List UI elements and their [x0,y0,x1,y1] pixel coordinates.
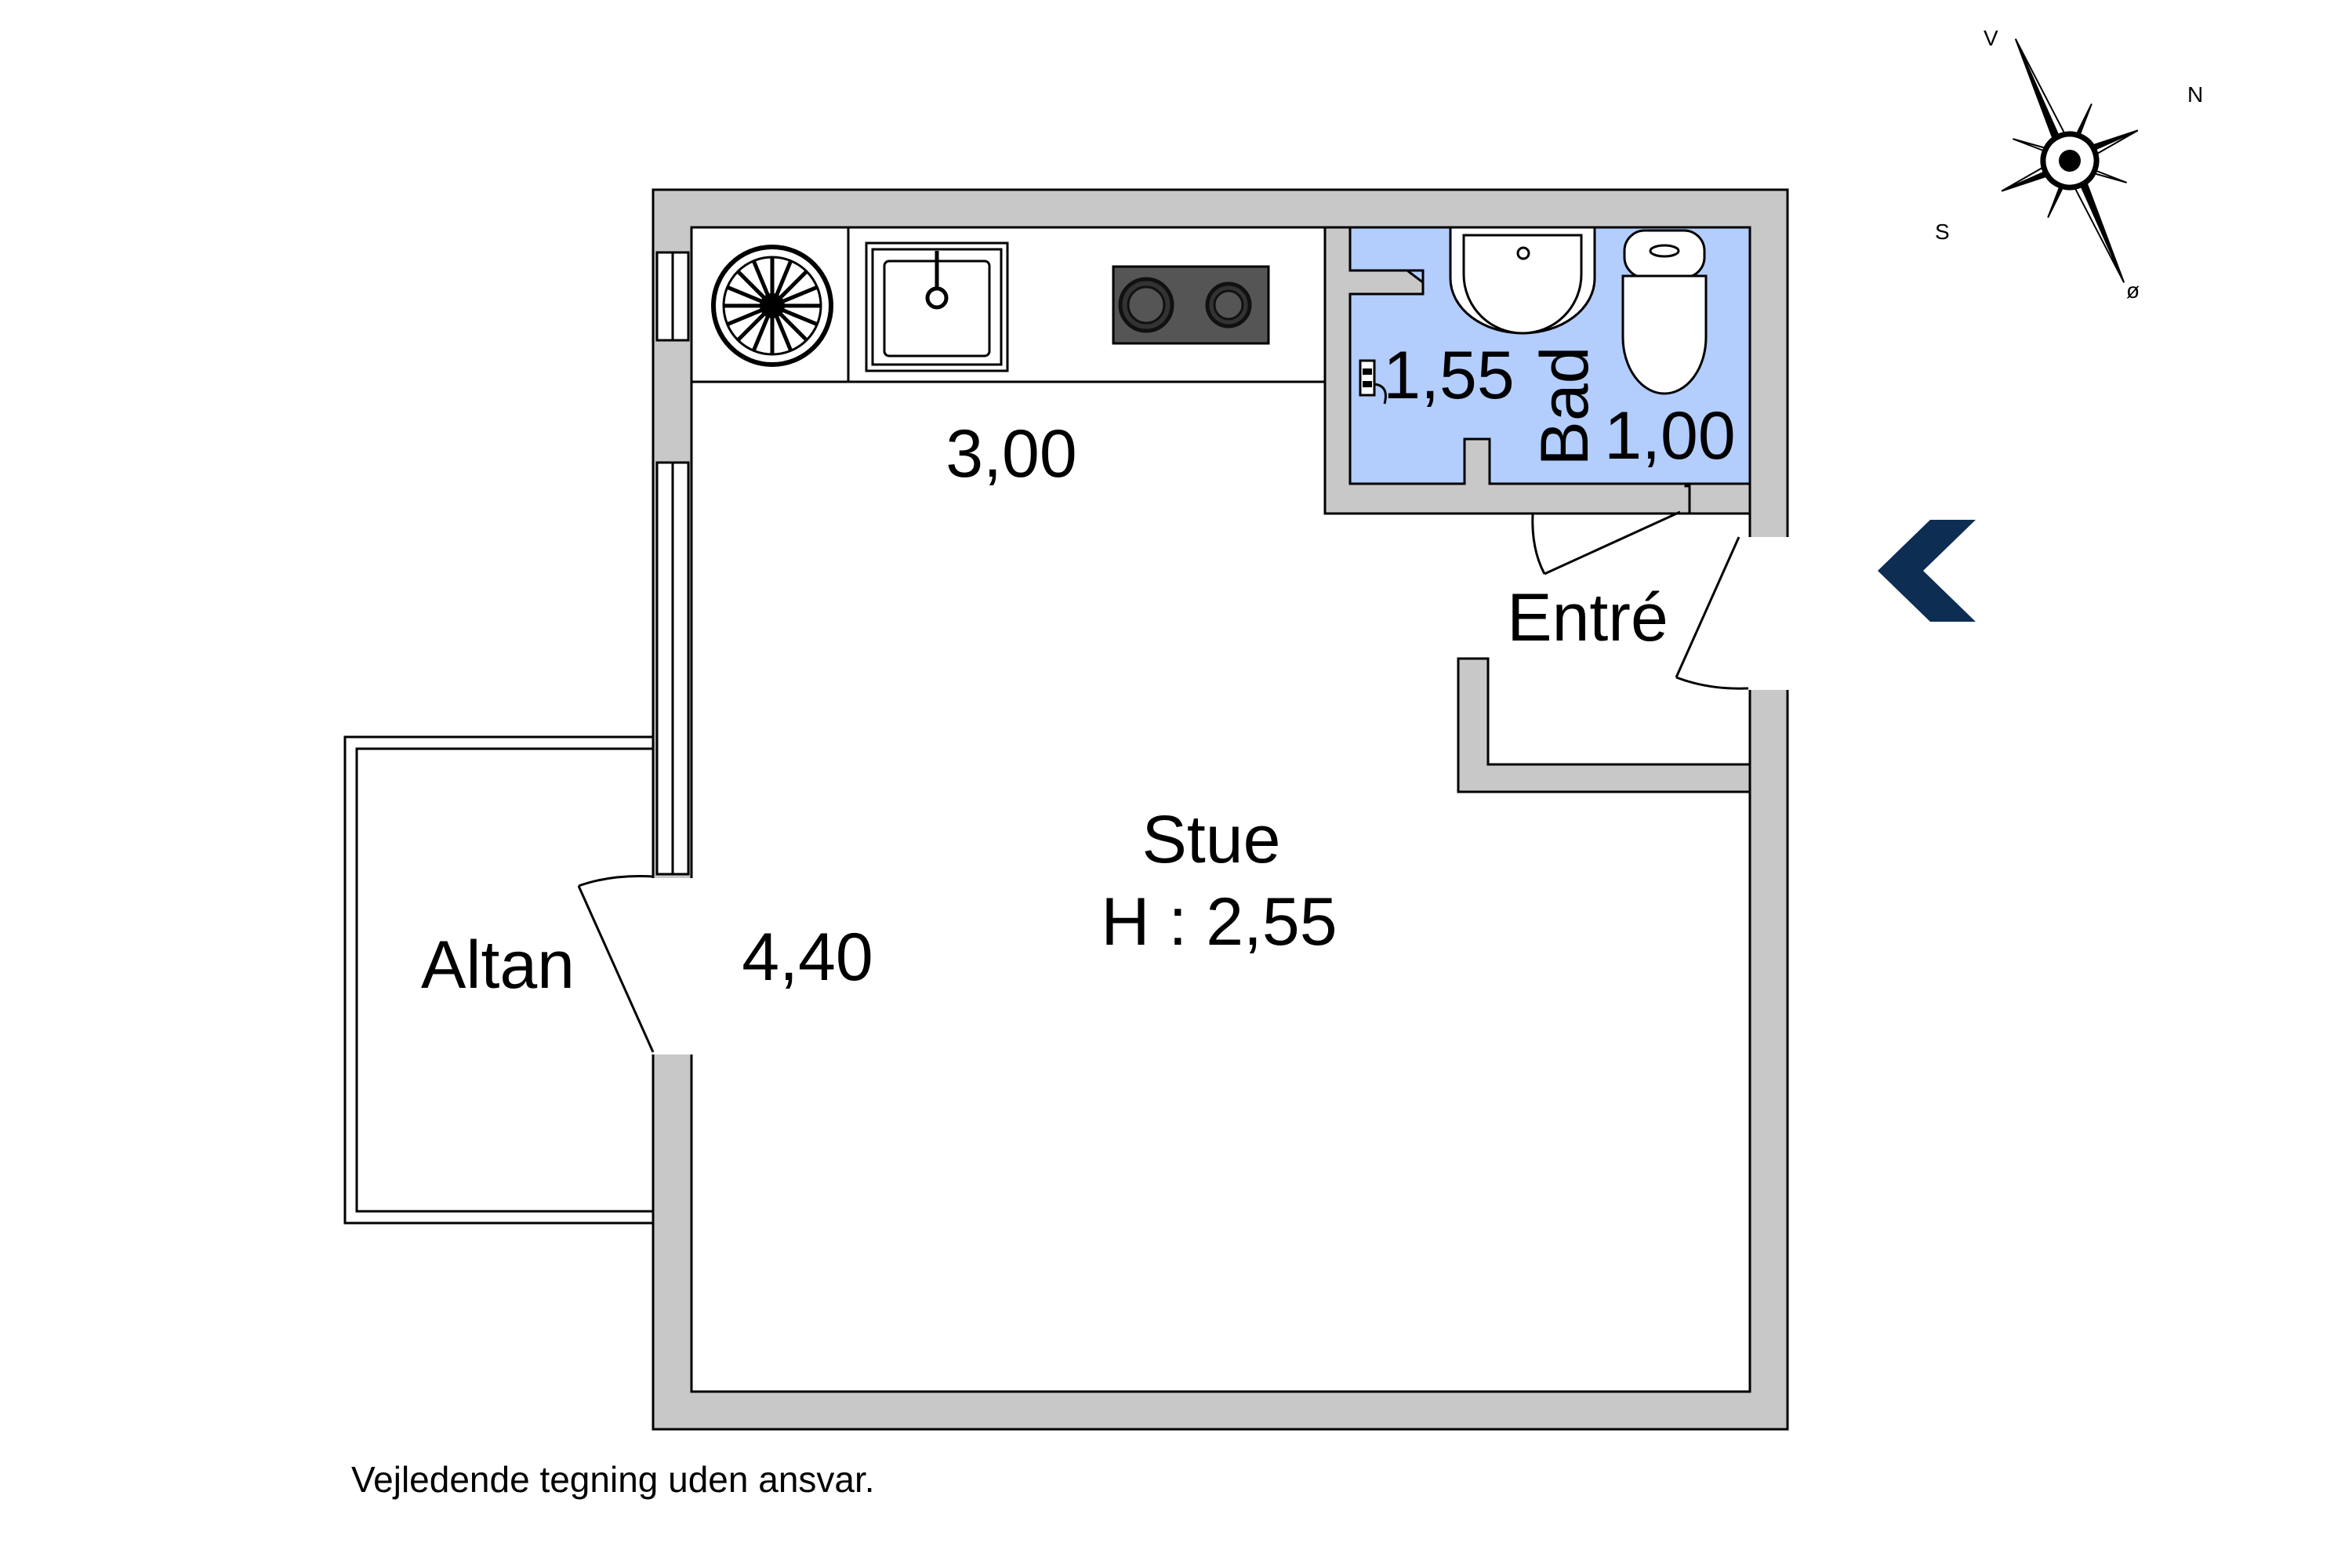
washbasin-icon [1449,226,1596,335]
shower-faucet-icon [1359,359,1387,405]
bathroom-dim-b-label: 1,00 [1604,398,1735,474]
balcony-label: Altan [421,927,575,1003]
entrance-label: Entré [1507,580,1668,655]
living-room-label: Stue [1142,802,1281,877]
kitchen-width-label: 3,00 [946,416,1076,492]
living-length-label: 4,40 [742,920,873,995]
ceiling-height-label: H : 2,55 [1101,884,1337,960]
compass-rose-icon [2001,38,2139,283]
bathroom-dim-a-label: 1,55 [1383,338,1514,413]
doors [577,510,1749,1053]
kitchen-sink-icon [865,241,1009,372]
entrance-chevron-icon [1878,520,1976,622]
toilet-icon [1621,229,1708,395]
exterior-walls [652,188,1789,1431]
disclaimer-text: Vejledende tegning uden ansvar. [351,1459,875,1500]
compass-north-label: N [2187,82,2203,107]
bathroom-label: Bad [1527,346,1602,466]
compass-west-label: V [1984,26,1998,50]
entrance-partition [1457,657,1751,793]
fan-unit-icon [711,245,833,367]
balcony [343,735,655,1225]
cooktop-icon [1112,265,1270,345]
compass-south-label: S [1935,220,1950,244]
compass-east-label: ø [2126,278,2140,303]
